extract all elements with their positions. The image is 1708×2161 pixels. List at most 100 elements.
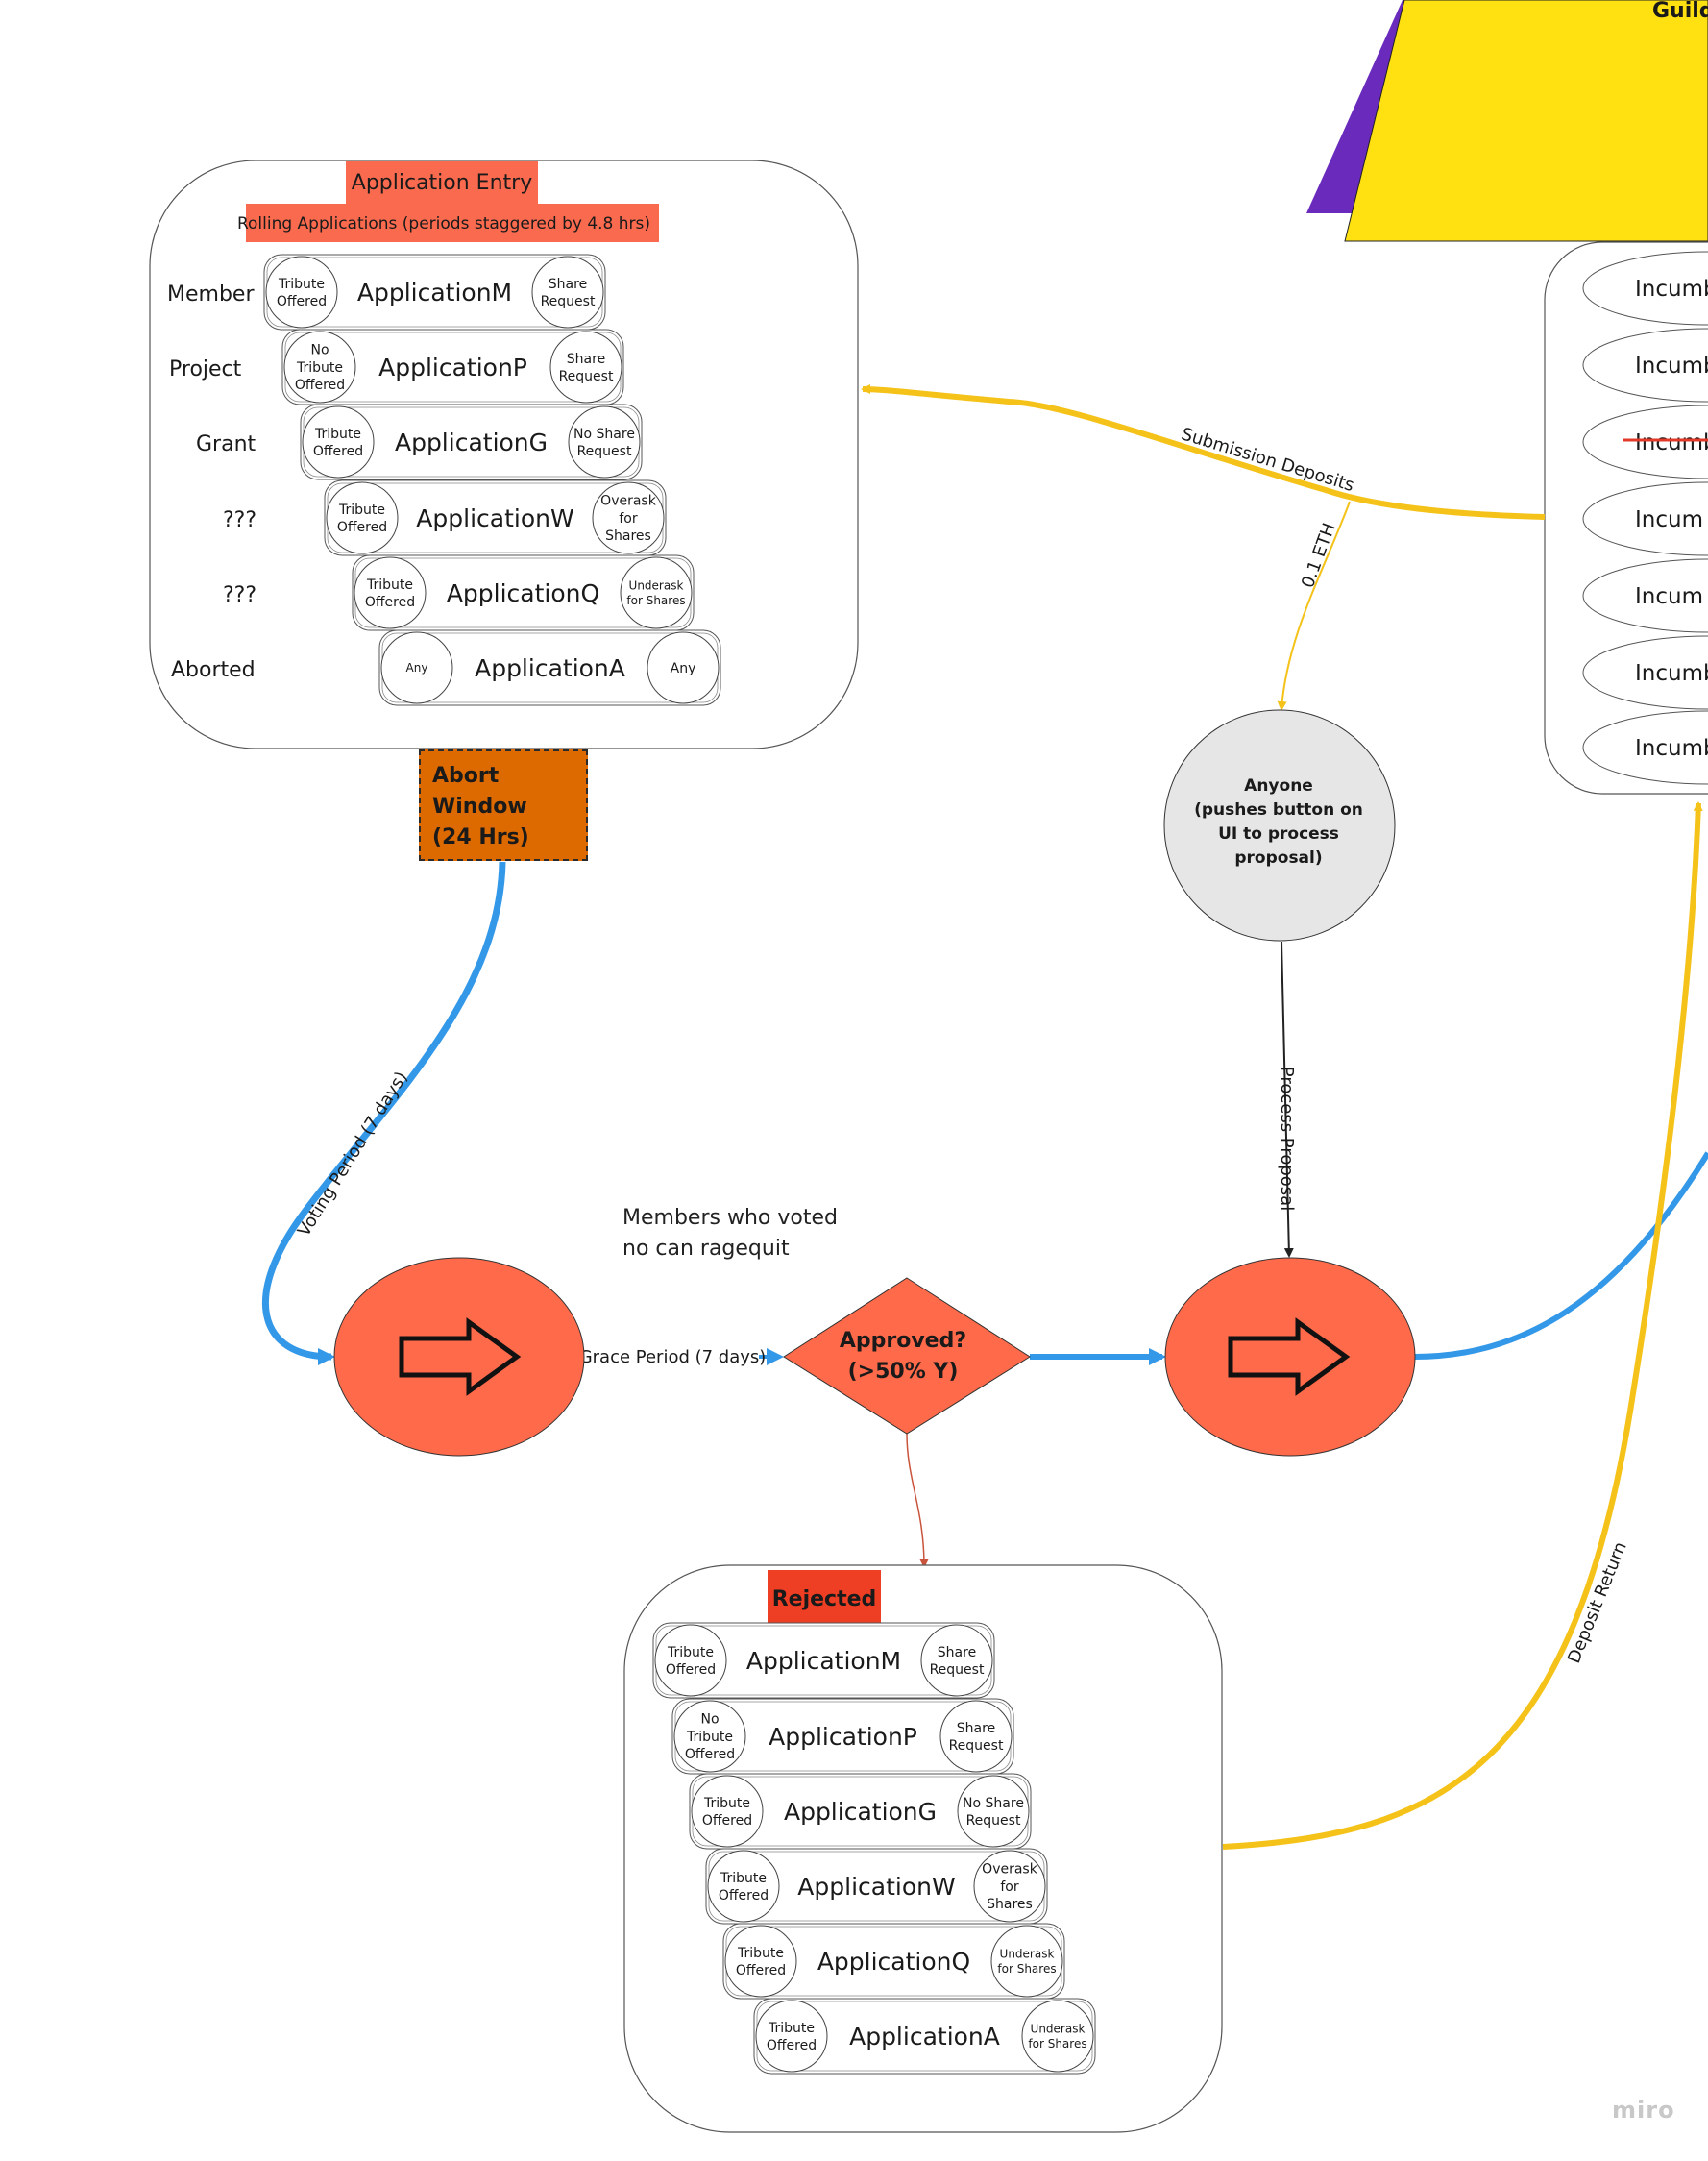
pill-circle-text: Offered — [767, 2038, 817, 2053]
approved-label: Approved? (>50% Y) — [807, 1326, 999, 1387]
pill-circle-text: Tribute — [314, 427, 361, 442]
pill-circle-text: Offered — [685, 1747, 735, 1762]
tribute-circle — [326, 481, 399, 554]
anyone-line: Anyone — [1244, 776, 1313, 796]
application-name: ApplicationW — [797, 1873, 955, 1901]
pill-circle-text: Underask — [1031, 2022, 1086, 2035]
share-circle — [531, 256, 604, 329]
pill-circle-text: Share — [957, 1721, 995, 1736]
application-name: ApplicationP — [378, 354, 527, 381]
tribute-circle — [707, 1850, 780, 1923]
ragequit-note: Members who voted no can ragequit — [622, 1203, 872, 1265]
approved-line: Approved? — [839, 1329, 967, 1353]
pill-circle-text: Share — [549, 277, 587, 292]
incumbent-label: Incumb — [1635, 661, 1708, 686]
incumbent-label: Incumb — [1635, 736, 1708, 761]
rejected-title-bg — [768, 1570, 881, 1624]
tribute-circle — [755, 2000, 828, 2073]
row-type-label: Grant — [196, 432, 256, 456]
incumbent-label: Incum — [1635, 584, 1703, 609]
application-entry-panel: Application Entry Rolling Applications (… — [149, 160, 859, 749]
pill-circle-text: for — [619, 511, 637, 527]
row-type-label: ??? — [223, 508, 256, 532]
guild-label: Guild — [1652, 0, 1708, 23]
incumbent-item: Incumb — [1582, 635, 1708, 710]
application-name: ApplicationW — [416, 504, 573, 532]
share-circle — [973, 1850, 1046, 1923]
pill-circle-text: Offered — [277, 294, 327, 309]
pill-circle-text: for Shares — [997, 1962, 1056, 1976]
pill-circle-text: Tribute — [278, 277, 325, 292]
anyone-line: proposal) — [1234, 848, 1323, 868]
share-circle — [957, 1775, 1030, 1848]
process-to-guild-edge — [1414, 1151, 1708, 1360]
application-name: ApplicationQ — [447, 579, 599, 607]
anyone-node — [1163, 709, 1396, 942]
tribute-circle — [265, 256, 338, 329]
pill-circle-text: Tribute — [296, 360, 343, 376]
pill-circle-text: Offered — [666, 1662, 716, 1678]
ragequit-note-line: no can ragequit — [622, 1237, 790, 1261]
application-name: ApplicationA — [475, 654, 625, 682]
pill-circle-text: Tribute — [703, 1796, 750, 1811]
voting-period-label: Voting Period (7 days) — [294, 1068, 412, 1240]
pill-circle-text: Offered — [702, 1813, 752, 1829]
pill-circle-text: Tribute — [667, 1645, 714, 1660]
share-circle — [939, 1700, 1013, 1773]
share-circle — [990, 1925, 1063, 1998]
application-name: ApplicationM — [746, 1647, 901, 1675]
rejected-title: Rejected — [772, 1587, 877, 1611]
pill-circle-text: Tribute — [366, 577, 413, 593]
anyone-line: (pushes button on — [1194, 800, 1363, 820]
pill-circle-text: for Shares — [1028, 2037, 1086, 2050]
application-entry-title-bg — [346, 161, 538, 204]
miro-watermark: miro — [1612, 2097, 1675, 2124]
pill-circle-text: Request — [930, 1662, 985, 1678]
share-circle — [647, 631, 720, 704]
incumbent-item: Incumb — [1582, 328, 1708, 403]
tribute-circle — [354, 556, 427, 629]
application-name: ApplicationG — [395, 429, 548, 456]
process-proposal-edge — [1281, 941, 1294, 1258]
forward-arrow-icon — [399, 1317, 522, 1396]
row-type-label: Project — [169, 357, 242, 381]
row-type-label: Member — [167, 282, 255, 307]
voting-period-edge — [262, 861, 506, 1365]
pill-circle-text: Tribute — [768, 2021, 815, 2036]
incumbent-list: IncumbIncumbIncumbIncumIncumIncumbIncumb — [1582, 251, 1708, 785]
pill-circle-text: Request — [966, 1813, 1021, 1829]
pill-circle-text: Offered — [313, 444, 363, 459]
application-name: ApplicationQ — [817, 1948, 970, 1976]
share-circle — [620, 556, 693, 629]
anyone-label: Anyone (pushes button on UI to process p… — [1170, 774, 1387, 871]
submission-deposits-edge — [861, 384, 1546, 520]
share-circle — [1021, 2000, 1094, 2073]
pill-circle-text: Request — [577, 444, 632, 459]
pill-circle-text: Request — [949, 1738, 1004, 1754]
pill-circle-text: for Shares — [626, 594, 685, 607]
pill-circle-text: No — [700, 1712, 719, 1728]
pill-circle-text: Offered — [295, 378, 345, 393]
ragequit-note-line: Members who voted — [622, 1206, 838, 1230]
process-node — [1164, 1257, 1416, 1457]
pill-circle-text: Tribute — [338, 503, 385, 518]
row-type-label: ??? — [223, 583, 256, 607]
pill-circle-text: Share — [567, 352, 605, 367]
pill-circle-text: Share — [938, 1645, 976, 1660]
pill-circle-text: Tribute — [686, 1730, 733, 1745]
incumbents-panel: IncumbIncumbIncumbIncumIncumIncumbIncumb — [1544, 241, 1708, 795]
share-circle — [568, 405, 641, 479]
incumbent-label: Incumb — [1635, 430, 1708, 455]
pill-circle-text: Underask — [1000, 1947, 1055, 1960]
abort-window: Abort Window (24 Hrs) — [419, 749, 588, 861]
